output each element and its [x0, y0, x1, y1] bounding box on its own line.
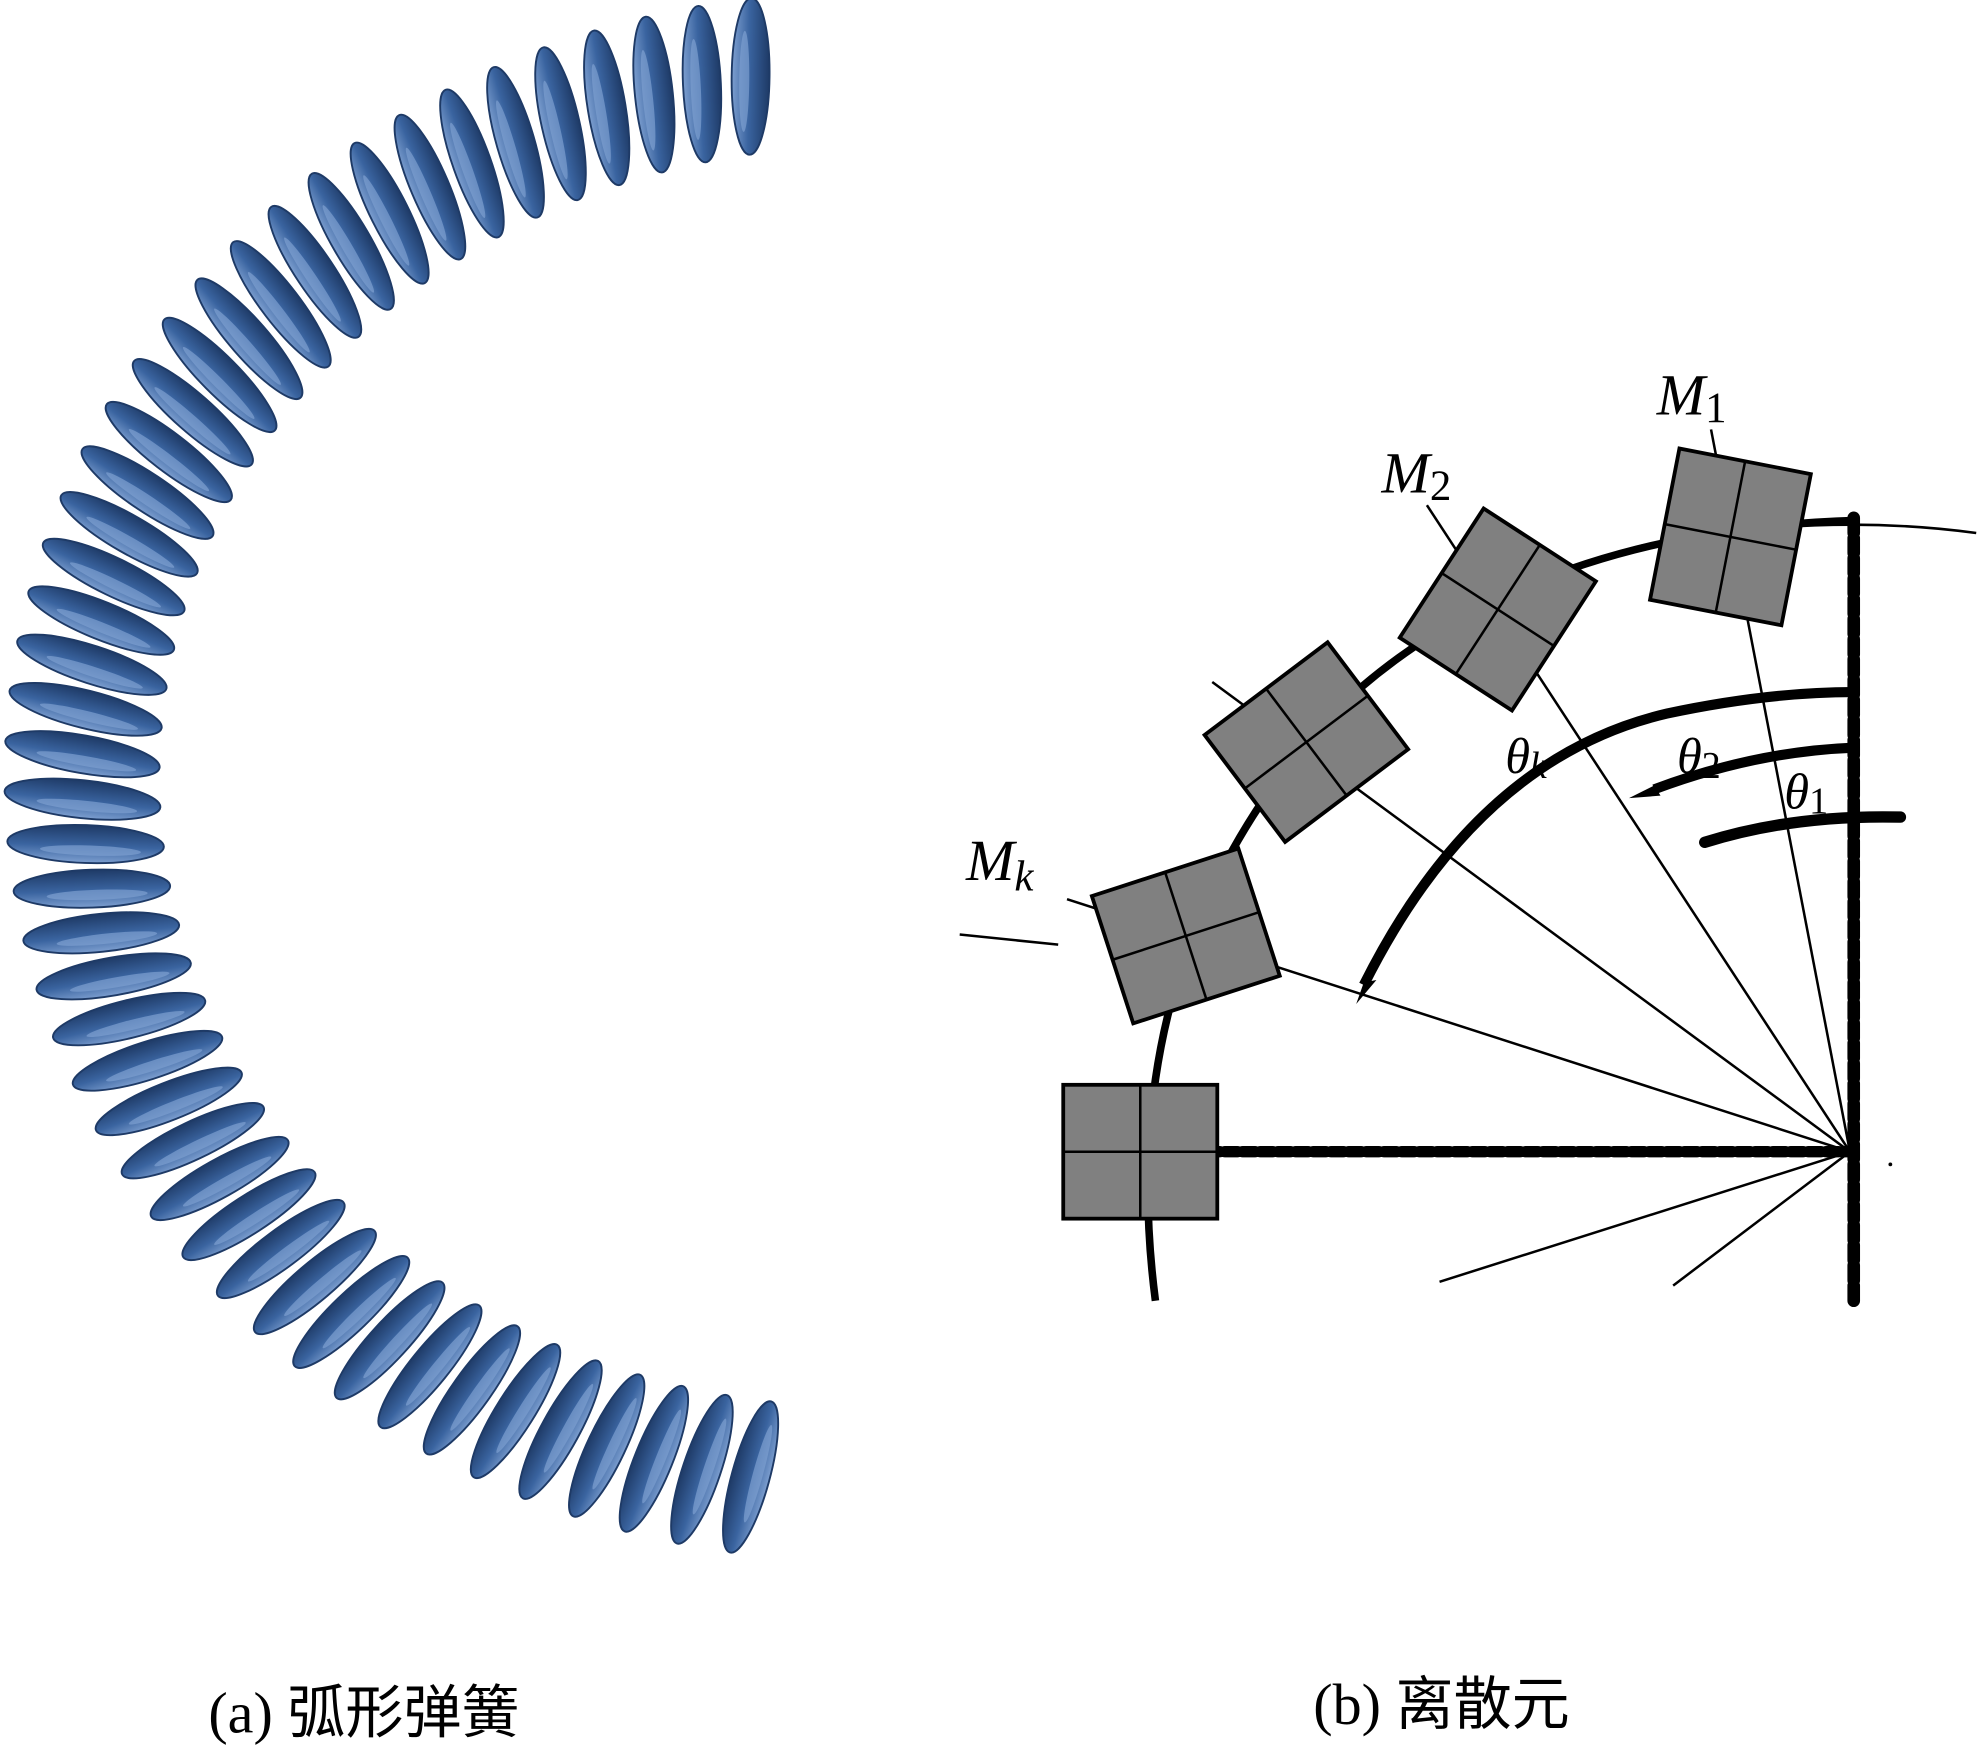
spring-coil: [52, 991, 207, 1047]
spring-coil: [292, 1255, 411, 1369]
label-theta2: θ2: [1677, 728, 1721, 787]
spring-coil: [469, 1343, 562, 1480]
spring-coil: [307, 172, 395, 311]
spring-coil: [681, 4, 723, 164]
spring-coil: [632, 15, 676, 174]
radial-line: [1439, 1150, 1851, 1283]
mass-elements: [1061, 446, 1814, 1221]
mass-element-bottom: [1061, 1082, 1220, 1221]
spring-coil: [59, 491, 199, 578]
caption-a: (a) 弧形弹簧: [208, 1681, 519, 1746]
angle-arc-theta2: [1652, 742, 1854, 795]
spring-coil: [12, 868, 172, 909]
spring-coil: [6, 823, 165, 865]
spring-coil: [618, 1384, 690, 1533]
mass-element-mk: [1089, 846, 1283, 1026]
spring-coil: [3, 777, 162, 821]
mass-element-m3: [1201, 639, 1411, 845]
spring-coil: [229, 240, 332, 369]
caption-b: (b) 离散元: [1313, 1672, 1569, 1737]
spring-coil: [439, 88, 505, 239]
radial-line: [1672, 1150, 1851, 1287]
spring-coil: [215, 1199, 346, 1300]
spring-coil: [534, 46, 587, 202]
arrowhead-theta2: [1628, 785, 1661, 799]
spring-coil: [94, 1066, 243, 1137]
spring-coil: [349, 141, 430, 285]
spring-coil: [422, 1324, 522, 1456]
spring-coil: [486, 65, 545, 219]
spring-coil: [568, 1373, 646, 1518]
spring-coil: [181, 1168, 317, 1261]
spring-coil: [722, 1400, 780, 1554]
spring-coil: [22, 911, 181, 955]
spring-coil: [8, 681, 163, 737]
spring-coil: [16, 633, 168, 696]
spring-coil: [161, 316, 278, 433]
angle-arc-thetak: [1359, 687, 1854, 988]
spring-coil: [194, 277, 304, 400]
spring-coil: [377, 1303, 483, 1430]
spring-coil: [583, 29, 631, 187]
spring-coil: [730, 0, 771, 156]
spring-coil: [333, 1280, 446, 1401]
label-theta1: θ1: [1784, 763, 1828, 822]
mass-element-m1: [1647, 446, 1814, 628]
spring-coil: [35, 952, 192, 1001]
spring-coil: [670, 1393, 734, 1545]
spring-coil: [120, 1102, 265, 1180]
spring-coil: [80, 445, 215, 540]
spring-coil: [393, 113, 467, 261]
label-mk: Mk: [965, 828, 1034, 900]
spring-coil: [149, 1135, 290, 1222]
spring-coil: [27, 585, 176, 656]
label-thetak: θk: [1505, 728, 1548, 787]
label-m1: M1: [1656, 362, 1727, 432]
spring-coil: [41, 537, 186, 617]
spring-coil: [104, 400, 233, 503]
spring-coil: [131, 358, 254, 468]
spring-coil: [518, 1359, 603, 1500]
discrete-element-diagram: M1 M2 Mk θk θ2 θ1: [959, 362, 1977, 1308]
angle-arc-theta1: [1699, 811, 1907, 849]
mk-leader-line: [959, 933, 1059, 946]
spring-coil: [252, 1228, 377, 1336]
label-m2: M2: [1380, 441, 1451, 511]
spring-coil: [71, 1029, 224, 1092]
spring-coil: [4, 730, 161, 779]
arrowhead-thetak: [1356, 979, 1377, 1004]
dot-mark: [1888, 1162, 1893, 1167]
mass-element-m2: [1397, 505, 1599, 714]
spring-coil: [267, 204, 363, 339]
arc-spring: [3, 0, 780, 1554]
